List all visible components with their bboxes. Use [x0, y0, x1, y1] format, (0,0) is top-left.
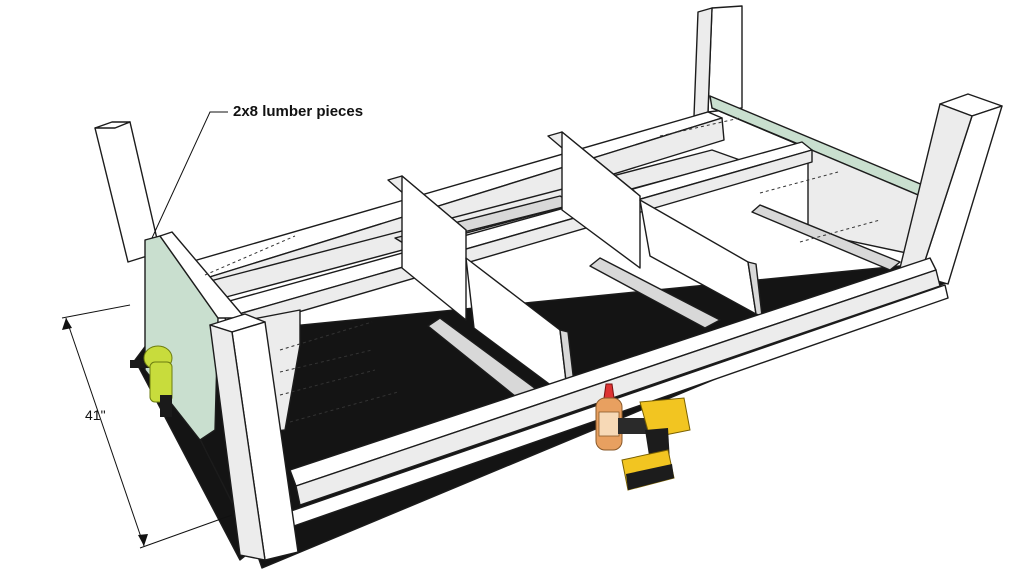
divider-back-right-face	[561, 131, 641, 269]
screw-line	[279, 321, 373, 351]
slat-3	[589, 257, 721, 329]
leg-back-left-top	[94, 121, 131, 129]
divider-back-left-face	[401, 175, 467, 321]
leg-back-right	[707, 5, 743, 113]
screw-line	[279, 349, 373, 373]
screw-line	[204, 235, 296, 276]
clamp-icon	[130, 345, 173, 417]
callout-leader	[151, 111, 228, 239]
screw-line	[289, 391, 399, 423]
dimension-label: 41"	[85, 407, 106, 423]
leg-front-left-side	[209, 324, 266, 561]
screw-line	[279, 369, 376, 396]
dimension-41	[61, 304, 233, 549]
screw-line	[799, 219, 881, 243]
callout-label: 2x8 lumber pieces	[233, 103, 363, 120]
end-apron-right	[711, 107, 931, 259]
screw-line	[759, 171, 839, 194]
glue-bottle-icon	[595, 383, 623, 451]
screw-line	[659, 117, 741, 137]
slat-4	[751, 204, 901, 271]
drill-icon	[618, 397, 691, 491]
